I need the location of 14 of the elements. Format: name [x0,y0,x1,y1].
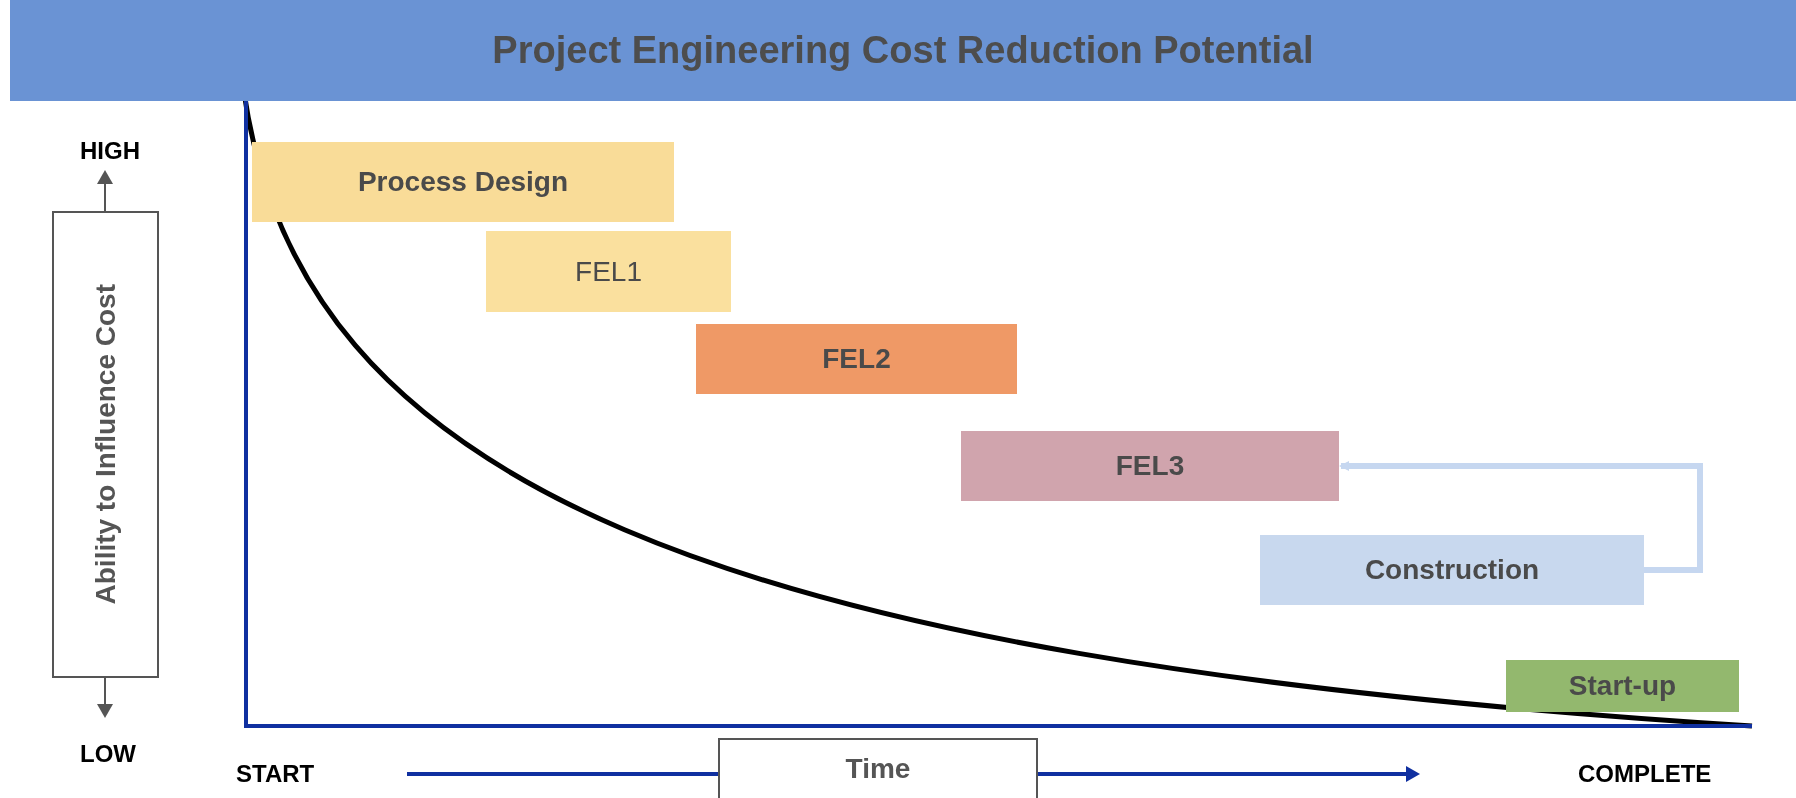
phase-bar: FEL3 [961,431,1339,501]
axis-label: HIGH [80,137,140,165]
arrow [1339,461,1703,573]
axis-title: Time [718,738,1038,798]
phase-bar: Start-up [1506,660,1739,712]
axis-label: START [236,760,315,788]
title-bar: Project Engineering Cost Reduction Potential [10,0,1796,101]
phase-bar: FEL2 [696,324,1017,394]
phase-bar: Construction [1260,535,1644,605]
phase-bar: Process Design [252,142,674,222]
axis-label: COMPLETE [1578,760,1712,788]
axis-label: LOW [80,740,136,768]
axis-title-text: Ability to Influence Cost [89,284,122,605]
phase-bar: FEL1 [486,231,731,312]
